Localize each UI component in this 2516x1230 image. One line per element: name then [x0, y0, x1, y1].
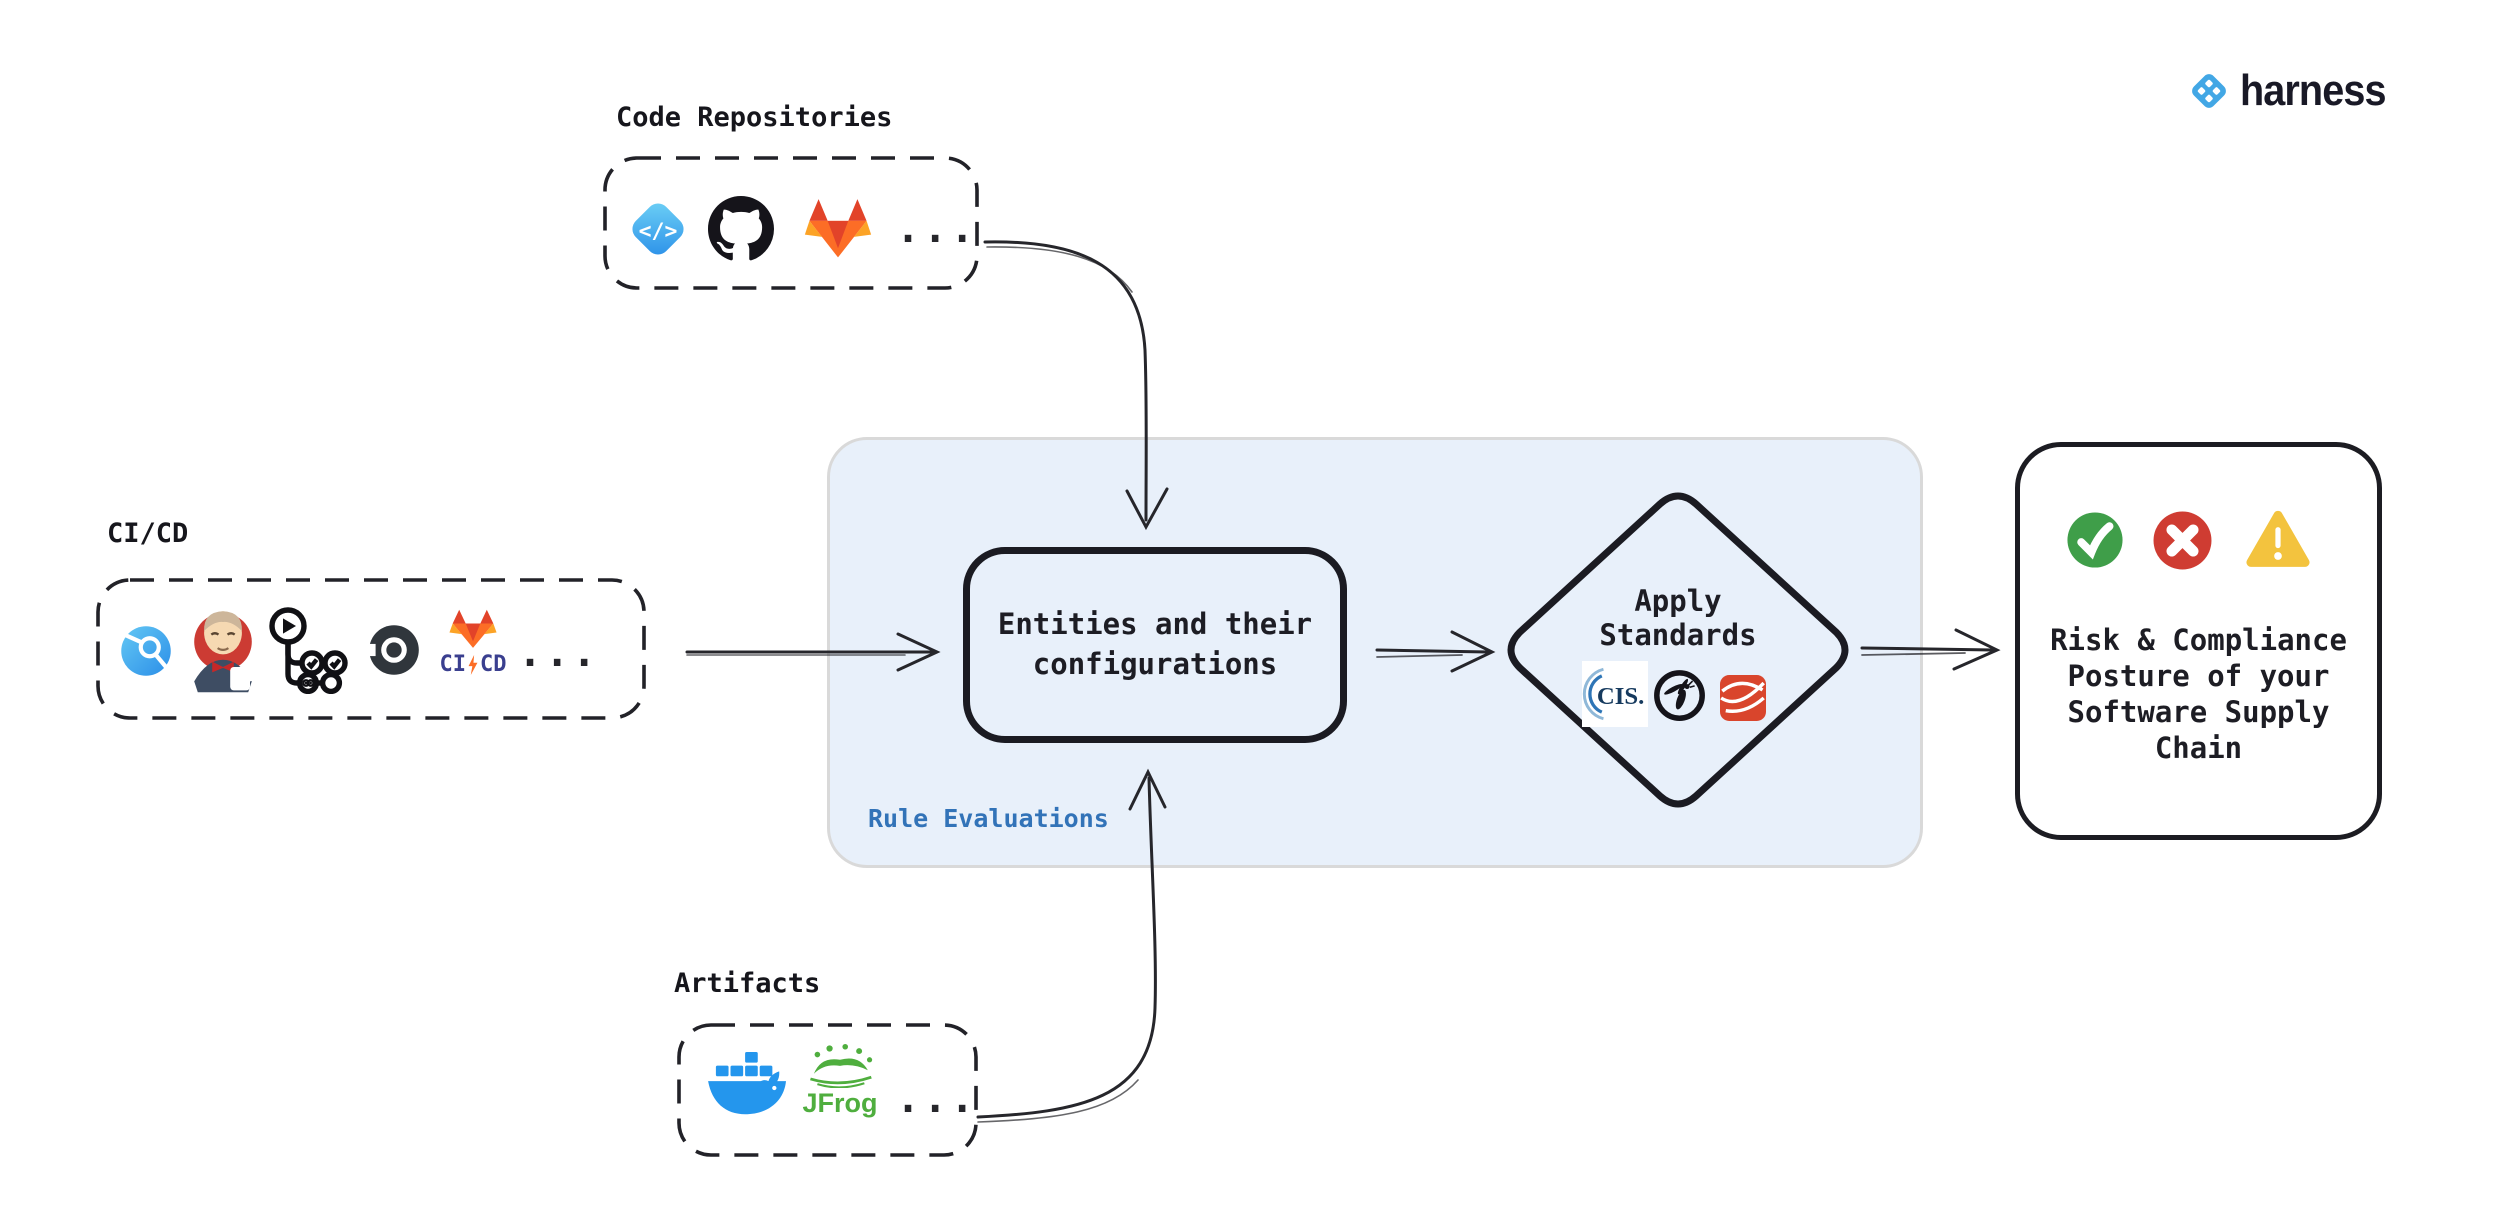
artifacts-ellipsis: ...	[896, 1076, 978, 1122]
rule-evaluations-label: Rule Evaluations	[868, 804, 1109, 833]
harness-code-icon: </>	[625, 196, 691, 262]
lightning-icon	[468, 654, 478, 675]
entities-text: Entities and their configurations	[963, 604, 1347, 684]
jenkins-icon	[187, 600, 259, 698]
outcome-text-line1: Risk & Compliance	[2050, 623, 2347, 657]
outcome-text: Risk & Compliance Posture of your Softwa…	[2020, 622, 2377, 766]
harness-logo-icon	[2186, 68, 2232, 114]
apply-standards-line1: Apply	[1634, 584, 1722, 618]
entities-text-line1: Entities and their	[997, 607, 1313, 641]
outcome-box	[2015, 442, 2382, 840]
warning-triangle-icon	[2243, 507, 2313, 570]
gitlab-cicd-text: CI CD	[434, 652, 512, 677]
docker-icon	[704, 1050, 794, 1124]
cis-text: CIS.	[1597, 683, 1644, 710]
code-repositories-label: Code Repositories	[616, 102, 893, 133]
jfrog-icon: JFrog	[798, 1042, 882, 1119]
cross-circle-icon	[2152, 510, 2213, 571]
red-swoosh-standard-icon	[1720, 675, 1766, 721]
cicd-ellipsis: ...	[518, 630, 600, 676]
outcome-text-line2: Posture of your	[2067, 659, 2330, 693]
github-actions-icon	[266, 606, 348, 694]
gitlab-cicd-icon: CI CD	[434, 608, 512, 677]
entities-box	[963, 547, 1347, 743]
artifacts-label: Artifacts	[674, 968, 821, 999]
outcome-text-line3: Software Supply	[2067, 695, 2330, 729]
cicd-label: CI/CD	[107, 518, 189, 549]
gitlab-cd-text: CD	[480, 652, 507, 677]
jfrog-wordmark: JFrog	[802, 1088, 878, 1118]
check-circle-icon	[2066, 511, 2124, 569]
harness-logo: harness	[2186, 66, 2402, 116]
harness-wordmark: harness	[2240, 66, 2386, 115]
outcome-text-line4: Chain	[2154, 731, 2243, 765]
github-icon	[708, 196, 774, 262]
gitlab-icon	[800, 198, 876, 262]
owasp-icon	[1652, 668, 1707, 723]
entities-text-line2: configurations	[1032, 647, 1278, 681]
svg-text:</>: </>	[639, 219, 678, 244]
circleci-icon	[362, 618, 426, 682]
apply-standards-line2: Standards	[1599, 618, 1757, 652]
cis-icon: CIS.	[1582, 661, 1648, 727]
harness-ci-icon	[116, 621, 176, 681]
code-repositories-ellipsis: ...	[896, 206, 978, 252]
gitlab-ci-text: CI	[439, 652, 467, 677]
